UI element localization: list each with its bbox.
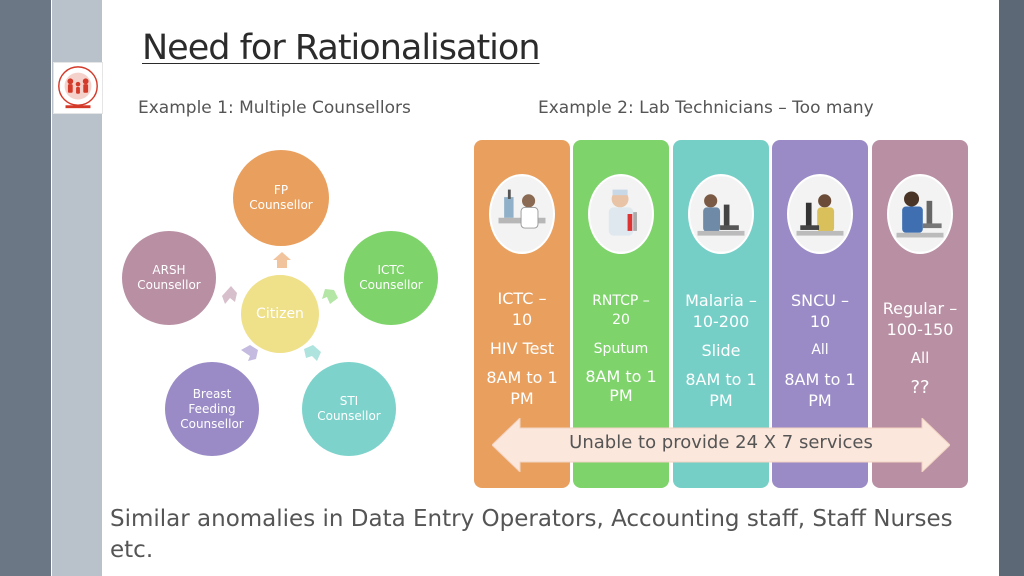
right-decor-separator	[997, 0, 999, 576]
column-test: Sputum	[593, 341, 649, 357]
column-count: 10	[511, 310, 533, 329]
column-time: ??	[910, 377, 930, 398]
cycle-arrow	[273, 252, 291, 268]
node-label-line: ARSH	[152, 263, 186, 277]
node-label-line: FP	[273, 183, 289, 197]
column-time: 8AM to 1 PM	[486, 368, 558, 408]
cycle-center-citizen: Citizen	[241, 275, 319, 353]
column-test: All	[910, 349, 930, 367]
node-label-line: Breast	[192, 386, 232, 401]
node-label-line: Counsellor	[317, 409, 381, 423]
cycle-arrow	[241, 345, 258, 361]
lab-technician-photo-icon	[588, 174, 654, 254]
cycle-arrow	[304, 345, 321, 361]
double-arrow-banner	[492, 418, 950, 472]
column-test: All	[811, 342, 829, 358]
column-count: 100-150	[886, 320, 954, 339]
node-label-line: Counsellor	[359, 278, 423, 292]
cycle-arrow	[322, 289, 338, 304]
column-time: 8AM to 1 PM	[685, 370, 757, 410]
column-test: HIV Test	[489, 339, 555, 358]
node-label-line: STI	[339, 394, 359, 408]
column-text: Malaria – 10-200 Slide 8AM to 1 PM	[673, 290, 769, 411]
column-time: 8AM to 1 PM	[784, 370, 856, 410]
example2-heading: Example 2: Lab Technicians – Too many	[538, 98, 874, 118]
example1-heading: Example 1: Multiple Counsellors	[138, 98, 411, 118]
column-text: Regular – 100-150 All ??	[872, 298, 968, 398]
lab-technician-photo-icon	[489, 174, 555, 254]
column-name: Malaria –	[685, 291, 757, 310]
column-name: ICTC –	[497, 289, 547, 308]
column-text: SNCU – 10 All 8AM to 1 PM	[772, 290, 868, 411]
microscope-photo-icon	[688, 174, 754, 254]
column-count: 10-200	[692, 312, 750, 331]
column-test: Slide	[701, 341, 741, 360]
banner-label: Unable to provide 24 X 7 services	[569, 432, 873, 453]
microscope-photo-icon	[787, 174, 853, 254]
node-label-line: Counsellor	[249, 198, 313, 212]
slide-title: Need for Rationalisation	[142, 28, 541, 68]
column-name: Regular –	[882, 299, 958, 318]
node-label-line: Counsellor	[137, 278, 201, 292]
column-time: 8AM to 1 PM	[585, 367, 657, 405]
node-label-line: Feeding	[188, 401, 236, 416]
column-count: 20	[612, 312, 630, 328]
column-ictc: ICTC – 10 HIV Test 8AM to 1 PM	[474, 140, 570, 488]
right-decor-bar	[999, 0, 1024, 576]
column-name: SNCU –	[790, 291, 850, 310]
cycle-arrow	[222, 286, 237, 304]
column-count: 10	[809, 312, 831, 331]
cycle-center-label: Citizen	[256, 305, 304, 322]
footer-text: Similar anomalies in Data Entry Operator…	[110, 506, 953, 563]
left-decor-bar	[0, 0, 52, 576]
column-name: RNTCP –	[592, 293, 650, 309]
column-text: ICTC – 10 HIV Test 8AM to 1 PM	[474, 288, 570, 409]
node-label-line: Counsellor	[180, 416, 244, 431]
microscope-photo-icon	[887, 174, 953, 254]
node-label-line: ICTC	[377, 263, 405, 277]
column-text: RNTCP – 20 Sputum 8AM to 1 PM	[573, 292, 669, 405]
nhm-logo-icon	[53, 62, 103, 114]
